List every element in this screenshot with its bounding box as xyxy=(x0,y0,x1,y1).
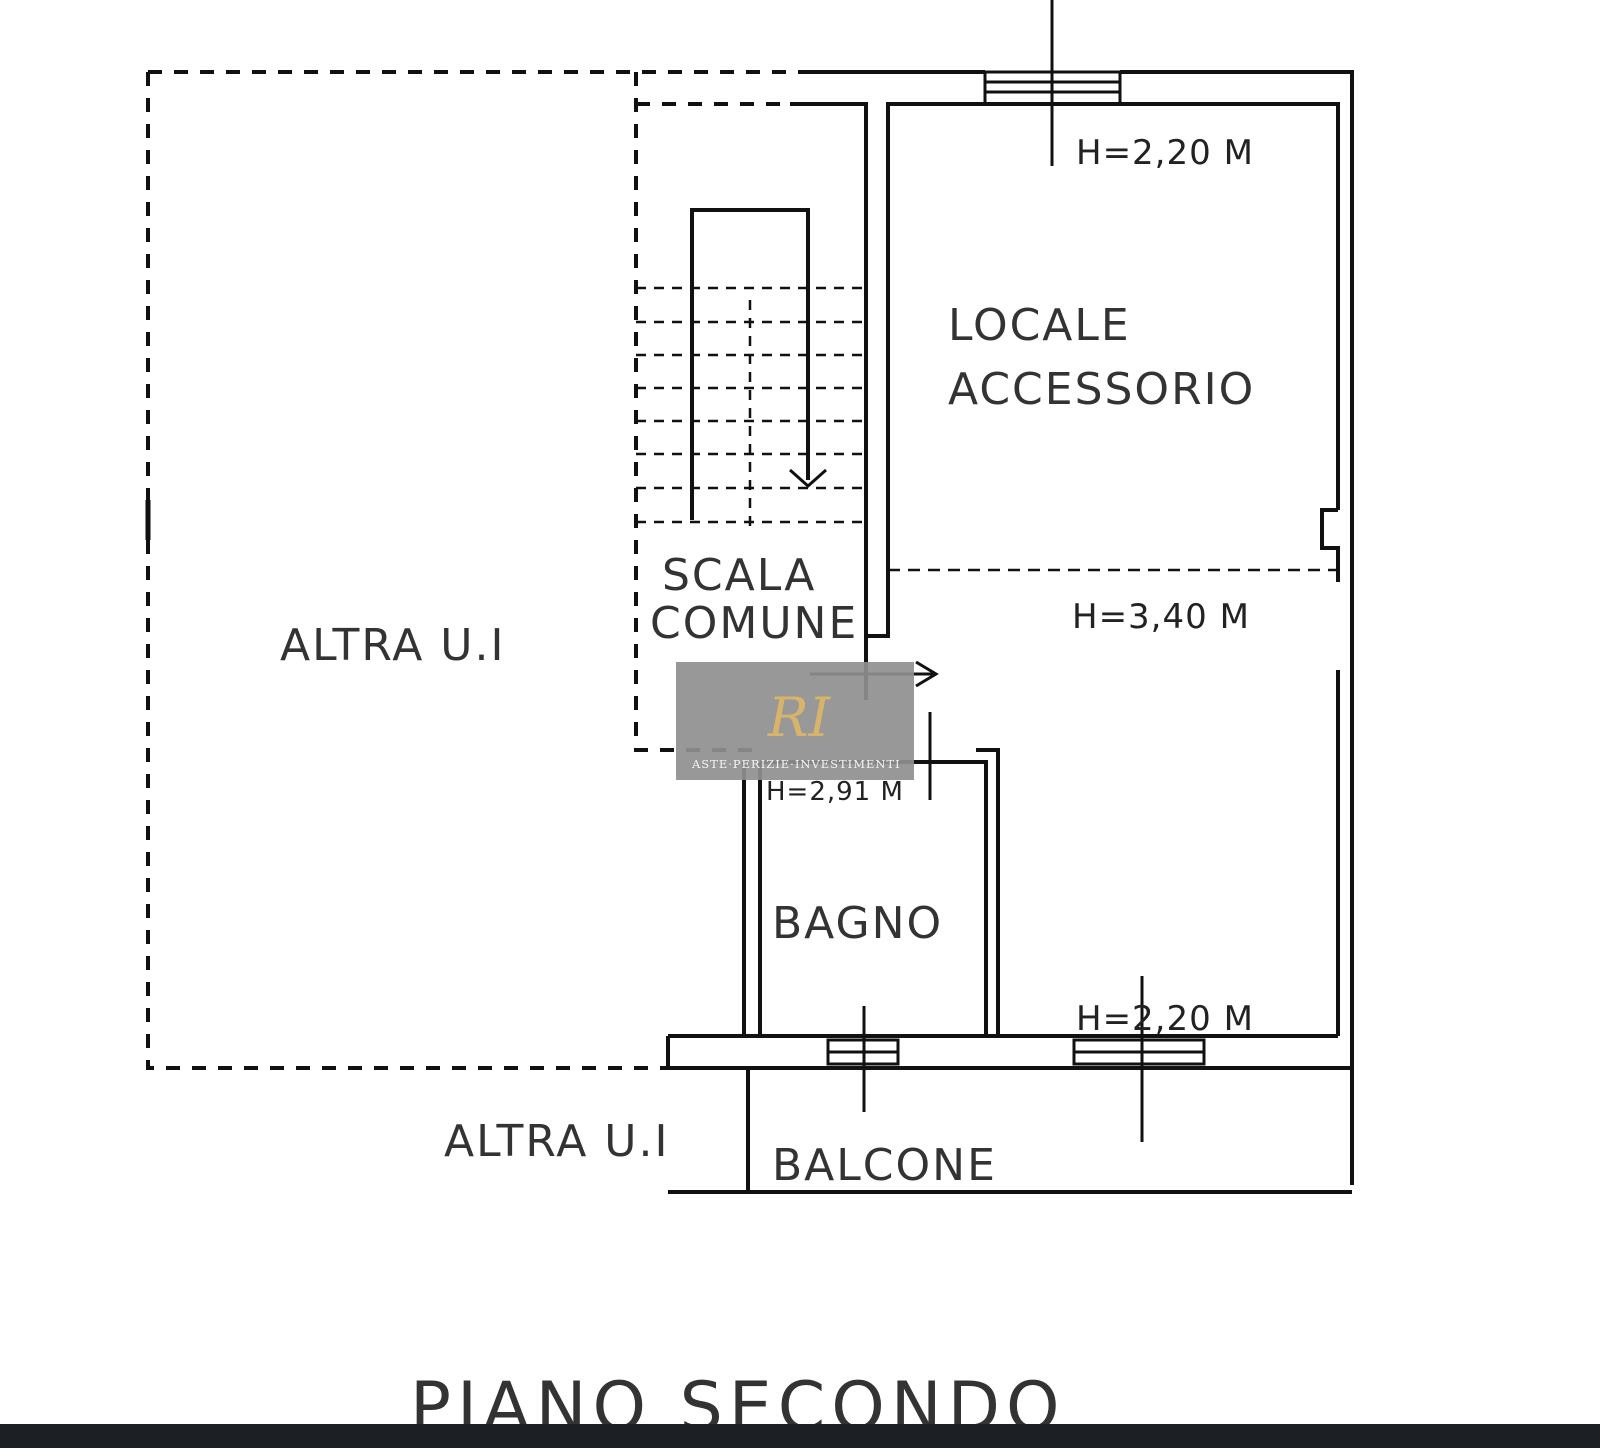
height-top: H=2,20 M xyxy=(1076,133,1254,173)
bottom-bar xyxy=(0,1424,1600,1448)
watermark-tagline: ASTE·PERIZIE·INVESTIMENTI xyxy=(691,757,901,771)
watermark-monogram: RI xyxy=(767,686,832,749)
watermark: RI ASTE·PERIZIE·INVESTIMENTI xyxy=(676,662,914,780)
label-other-unit-lower: ALTRA U.I xyxy=(444,1116,669,1167)
label-locale-line2: ACCESSORIO xyxy=(948,364,1255,415)
label-balcony: BALCONE xyxy=(772,1140,997,1191)
walls xyxy=(666,70,1354,1194)
label-stair-line1: SCALA xyxy=(662,550,816,601)
height-bathroom: H=2,91 M xyxy=(766,777,904,807)
label-bathroom: BAGNO xyxy=(772,898,943,949)
label-locale-line1: LOCALE xyxy=(948,300,1131,351)
label-stair-line2: COMUNE xyxy=(650,598,858,649)
stair xyxy=(636,208,866,530)
section-lines xyxy=(862,0,1144,1142)
height-bottom: H=2,20 M xyxy=(1076,999,1254,1039)
label-other-unit-main: ALTRA U.I xyxy=(280,620,505,671)
window-bottom xyxy=(1072,1038,1206,1066)
watermark-box xyxy=(676,662,914,780)
height-middle: H=3,40 M xyxy=(1072,597,1250,637)
